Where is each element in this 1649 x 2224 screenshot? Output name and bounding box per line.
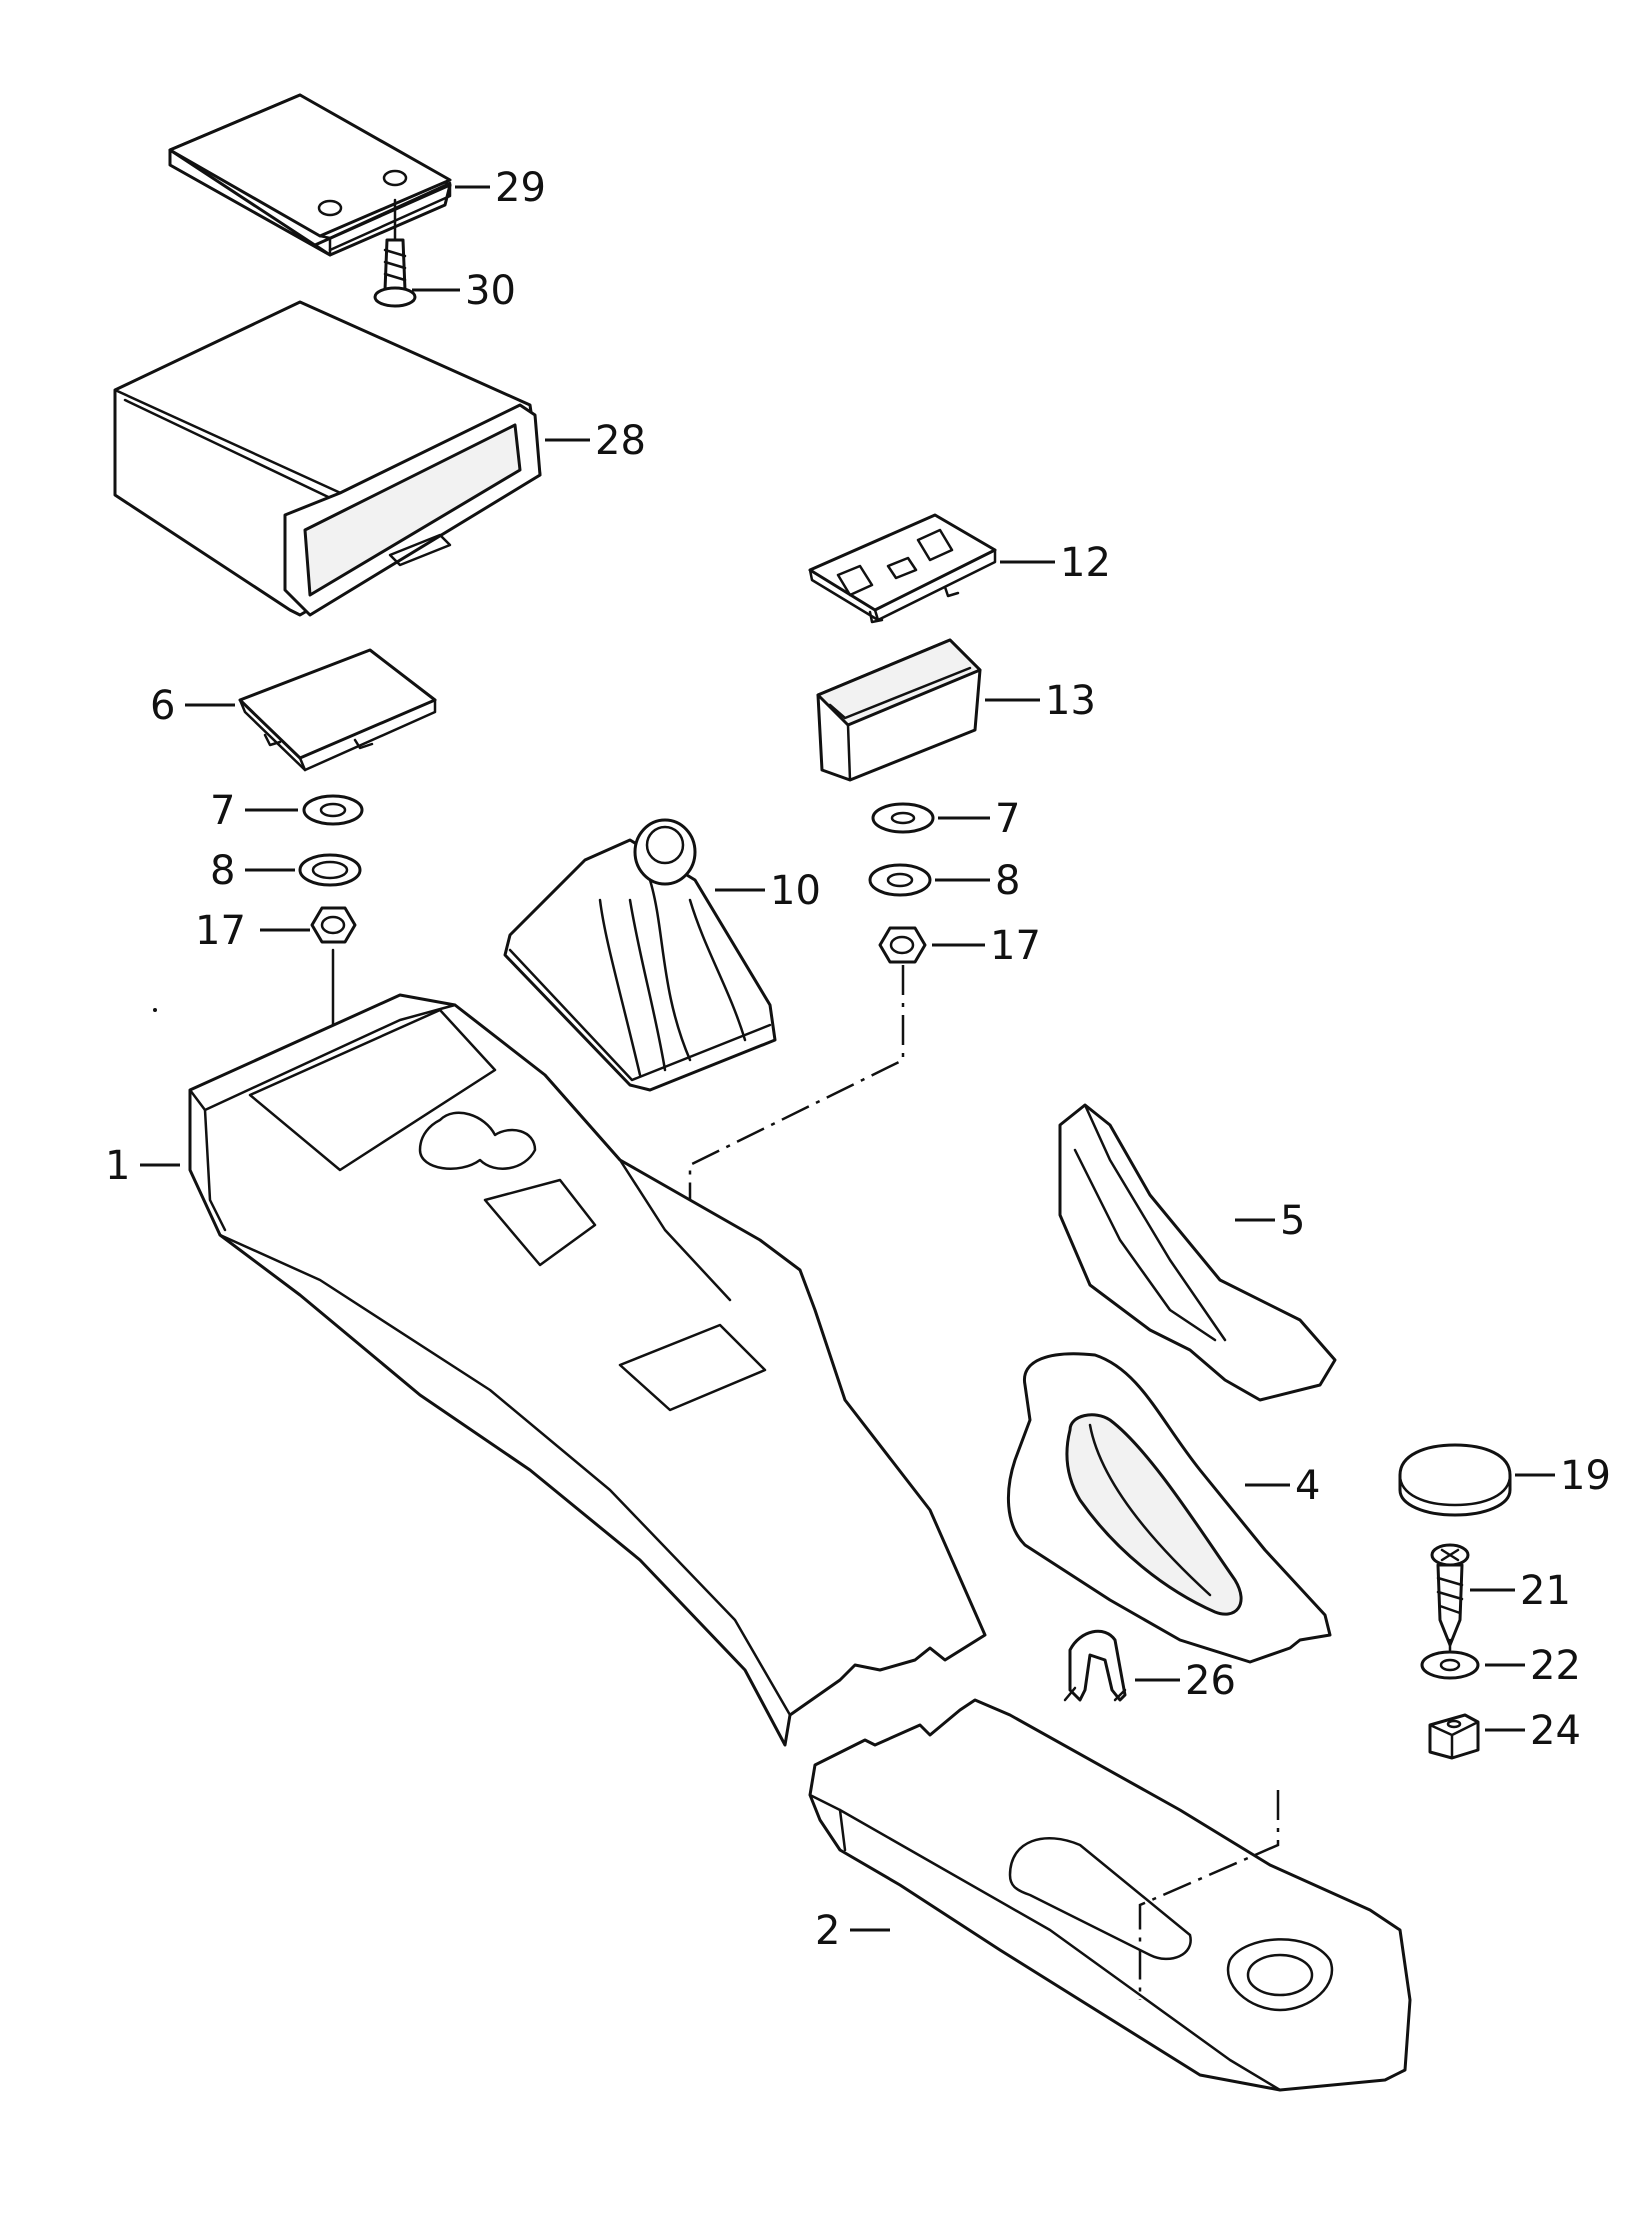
callout-5: 5 (1280, 1198, 1305, 1244)
part-22-washer (1420, 1650, 1480, 1680)
part-13-tray (816, 638, 982, 782)
callout-17-right: 17 (990, 923, 1041, 969)
part-10-gear-boot (503, 818, 777, 1092)
callout-21: 21 (1520, 1568, 1571, 1614)
part-21-screw (1430, 1543, 1470, 1647)
callout-12: 12 (1060, 540, 1111, 586)
part-28-storage-box (113, 300, 542, 617)
callout-labels: 29 30 28 12 13 6 7 8 17 10 7 8 17 1 5 4 … (105, 165, 1611, 1954)
callout-22: 22 (1530, 1643, 1581, 1689)
part-30-screw (373, 198, 417, 308)
part-26-clip (1063, 1629, 1127, 1702)
callout-8-left: 8 (210, 848, 235, 894)
callout-29: 29 (495, 165, 546, 211)
part-8-washer-right (868, 863, 932, 897)
callout-1: 1 (105, 1143, 130, 1189)
callout-4: 4 (1295, 1463, 1320, 1509)
callout-17-left: 17 (195, 908, 246, 954)
callout-8-right: 8 (995, 858, 1020, 904)
stray-dot (153, 1008, 157, 1012)
part-17-nut-left (310, 906, 357, 944)
callout-10: 10 (770, 868, 821, 914)
part-1-front-console (188, 993, 987, 1747)
part-6-cover-cap (238, 648, 437, 772)
callout-7-right: 7 (995, 796, 1020, 842)
part-29-cover-plate (168, 93, 452, 257)
part-2-rear-armrest (808, 1698, 1412, 2092)
callout-24: 24 (1530, 1708, 1581, 1754)
callout-28: 28 (595, 418, 646, 464)
part-12-switch-panel (808, 513, 997, 624)
part-19-cap (1398, 1443, 1512, 1517)
callout-19: 19 (1560, 1453, 1611, 1499)
callout-6: 6 (150, 683, 175, 729)
part-8-washer-left (298, 853, 362, 887)
callout-30: 30 (465, 268, 516, 314)
part-24-clip-nut (1428, 1713, 1480, 1760)
callout-7-left: 7 (210, 788, 235, 834)
callout-13: 13 (1045, 678, 1096, 724)
part-17-nut-right (878, 926, 927, 964)
part-4-gear-surround (1006, 1352, 1332, 1664)
part-7-washer-left (302, 794, 364, 826)
axis-line-rear (1138, 1790, 1280, 2000)
part-5-boot-trim (1058, 1103, 1337, 1402)
part-7-washer-right (871, 802, 935, 834)
leader-lines (140, 185, 1555, 1932)
callout-26: 26 (1185, 1658, 1236, 1704)
callout-2: 2 (815, 1908, 840, 1954)
